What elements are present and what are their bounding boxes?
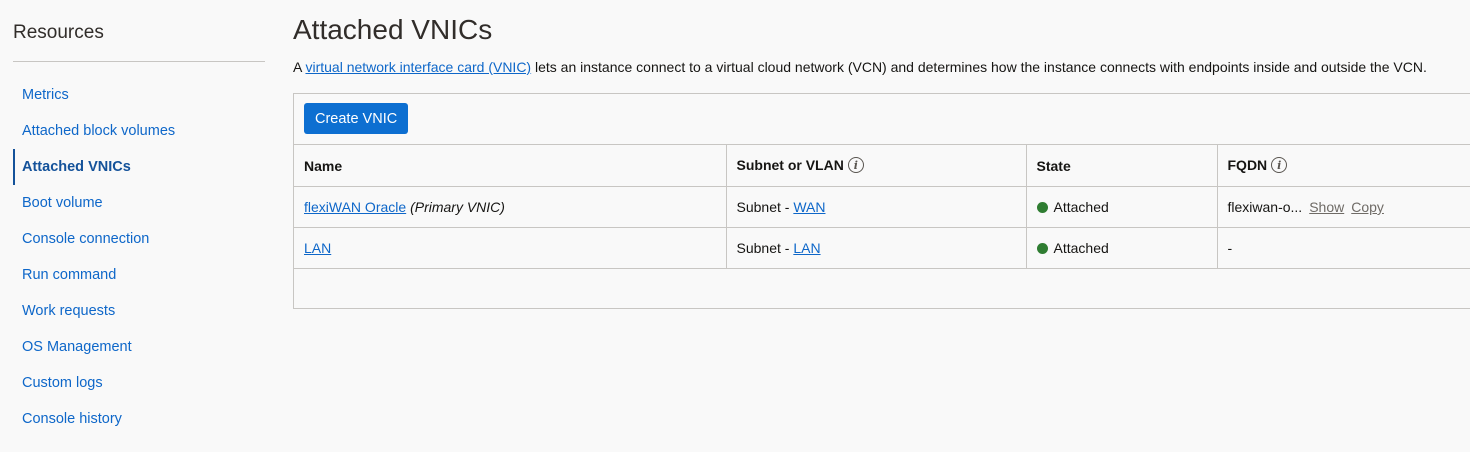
info-icon[interactable]: i <box>847 157 864 174</box>
sidebar-item-attached-block-volumes[interactable]: Attached block volumes <box>22 123 176 139</box>
subnet-prefix: Subnet - <box>736 199 794 215</box>
sidebar-item-custom-logs[interactable]: Custom logs <box>22 375 103 391</box>
sidebar-item-os-management[interactable]: OS Management <box>22 339 132 355</box>
fqdn-cell: - <box>1216 227 1470 269</box>
vnic-name-cell: flexiWAN Oracle (Primary VNIC) <box>294 186 726 228</box>
page-title: Attached VNICs <box>293 14 493 45</box>
sidebar-item-run-command[interactable]: Run command <box>22 267 117 283</box>
subnet-link[interactable]: WAN <box>793 199 826 215</box>
state-cell: Attached <box>1025 186 1217 228</box>
sidebar-item-work-requests[interactable]: Work requests <box>22 303 116 319</box>
description-prefix: A <box>293 59 306 75</box>
table-row: flexiWAN Oracle (Primary VNIC) Subnet - … <box>294 186 1470 228</box>
state-cell: Attached <box>1025 227 1217 269</box>
sidebar-title: Resources <box>13 22 104 43</box>
sidebar-item-boot-volume[interactable]: Boot volume <box>22 195 103 211</box>
fqdn-cell: flexiwan-o... Show Copy <box>1216 186 1470 228</box>
state-label: Attached <box>1053 240 1109 256</box>
sidebar-divider <box>13 61 265 62</box>
vnic-name-link[interactable]: flexiWAN Oracle <box>304 199 407 215</box>
sidebar-item-console-connection[interactable]: Console connection <box>22 231 150 247</box>
table-row: LAN Subnet - LAN Attached - <box>294 227 1470 269</box>
create-vnic-button[interactable]: Create VNIC <box>304 103 409 134</box>
column-header-name-label: Name <box>304 157 343 174</box>
column-header-name: Name <box>294 144 726 187</box>
status-dot-icon <box>1036 242 1048 254</box>
primary-vnic-tag: (Primary VNIC) <box>410 199 505 215</box>
vnic-name-cell: LAN <box>294 227 726 269</box>
sidebar-item-attached-vnics[interactable]: Attached VNICs <box>13 149 265 185</box>
column-header-fqdn-label: FQDN <box>1227 156 1268 173</box>
sidebar-item-console-history[interactable]: Console history <box>22 411 122 427</box>
column-header-state-label: State <box>1036 157 1071 174</box>
fqdn-value: flexiwan-o... <box>1227 199 1303 215</box>
sidebar-list: Metrics Attached block volumes Attached … <box>13 77 265 437</box>
fqdn-show-link[interactable]: Show <box>1309 199 1345 215</box>
page-description: A virtual network interface card (VNIC) … <box>293 59 1427 75</box>
subnet-cell: Subnet - WAN <box>725 186 1026 228</box>
fqdn-value: - <box>1227 240 1233 256</box>
status-dot-icon <box>1036 201 1048 213</box>
vnic-doc-link[interactable]: virtual network interface card (VNIC) <box>305 59 532 75</box>
subnet-prefix: Subnet - <box>736 240 794 256</box>
info-icon[interactable]: i <box>1271 157 1288 174</box>
column-header-subnet-label: Subnet or VLAN <box>736 156 844 173</box>
fqdn-copy-link[interactable]: Copy <box>1351 199 1384 215</box>
vnic-name-link[interactable]: LAN <box>304 240 332 256</box>
column-header-state: State <box>1025 144 1217 187</box>
state-label: Attached <box>1053 199 1109 215</box>
description-suffix: lets an instance connect to a virtual cl… <box>531 59 1427 75</box>
subnet-link[interactable]: LAN <box>793 240 821 256</box>
subnet-cell: Subnet - LAN <box>725 227 1026 269</box>
sidebar-item-metrics[interactable]: Metrics <box>22 87 69 103</box>
